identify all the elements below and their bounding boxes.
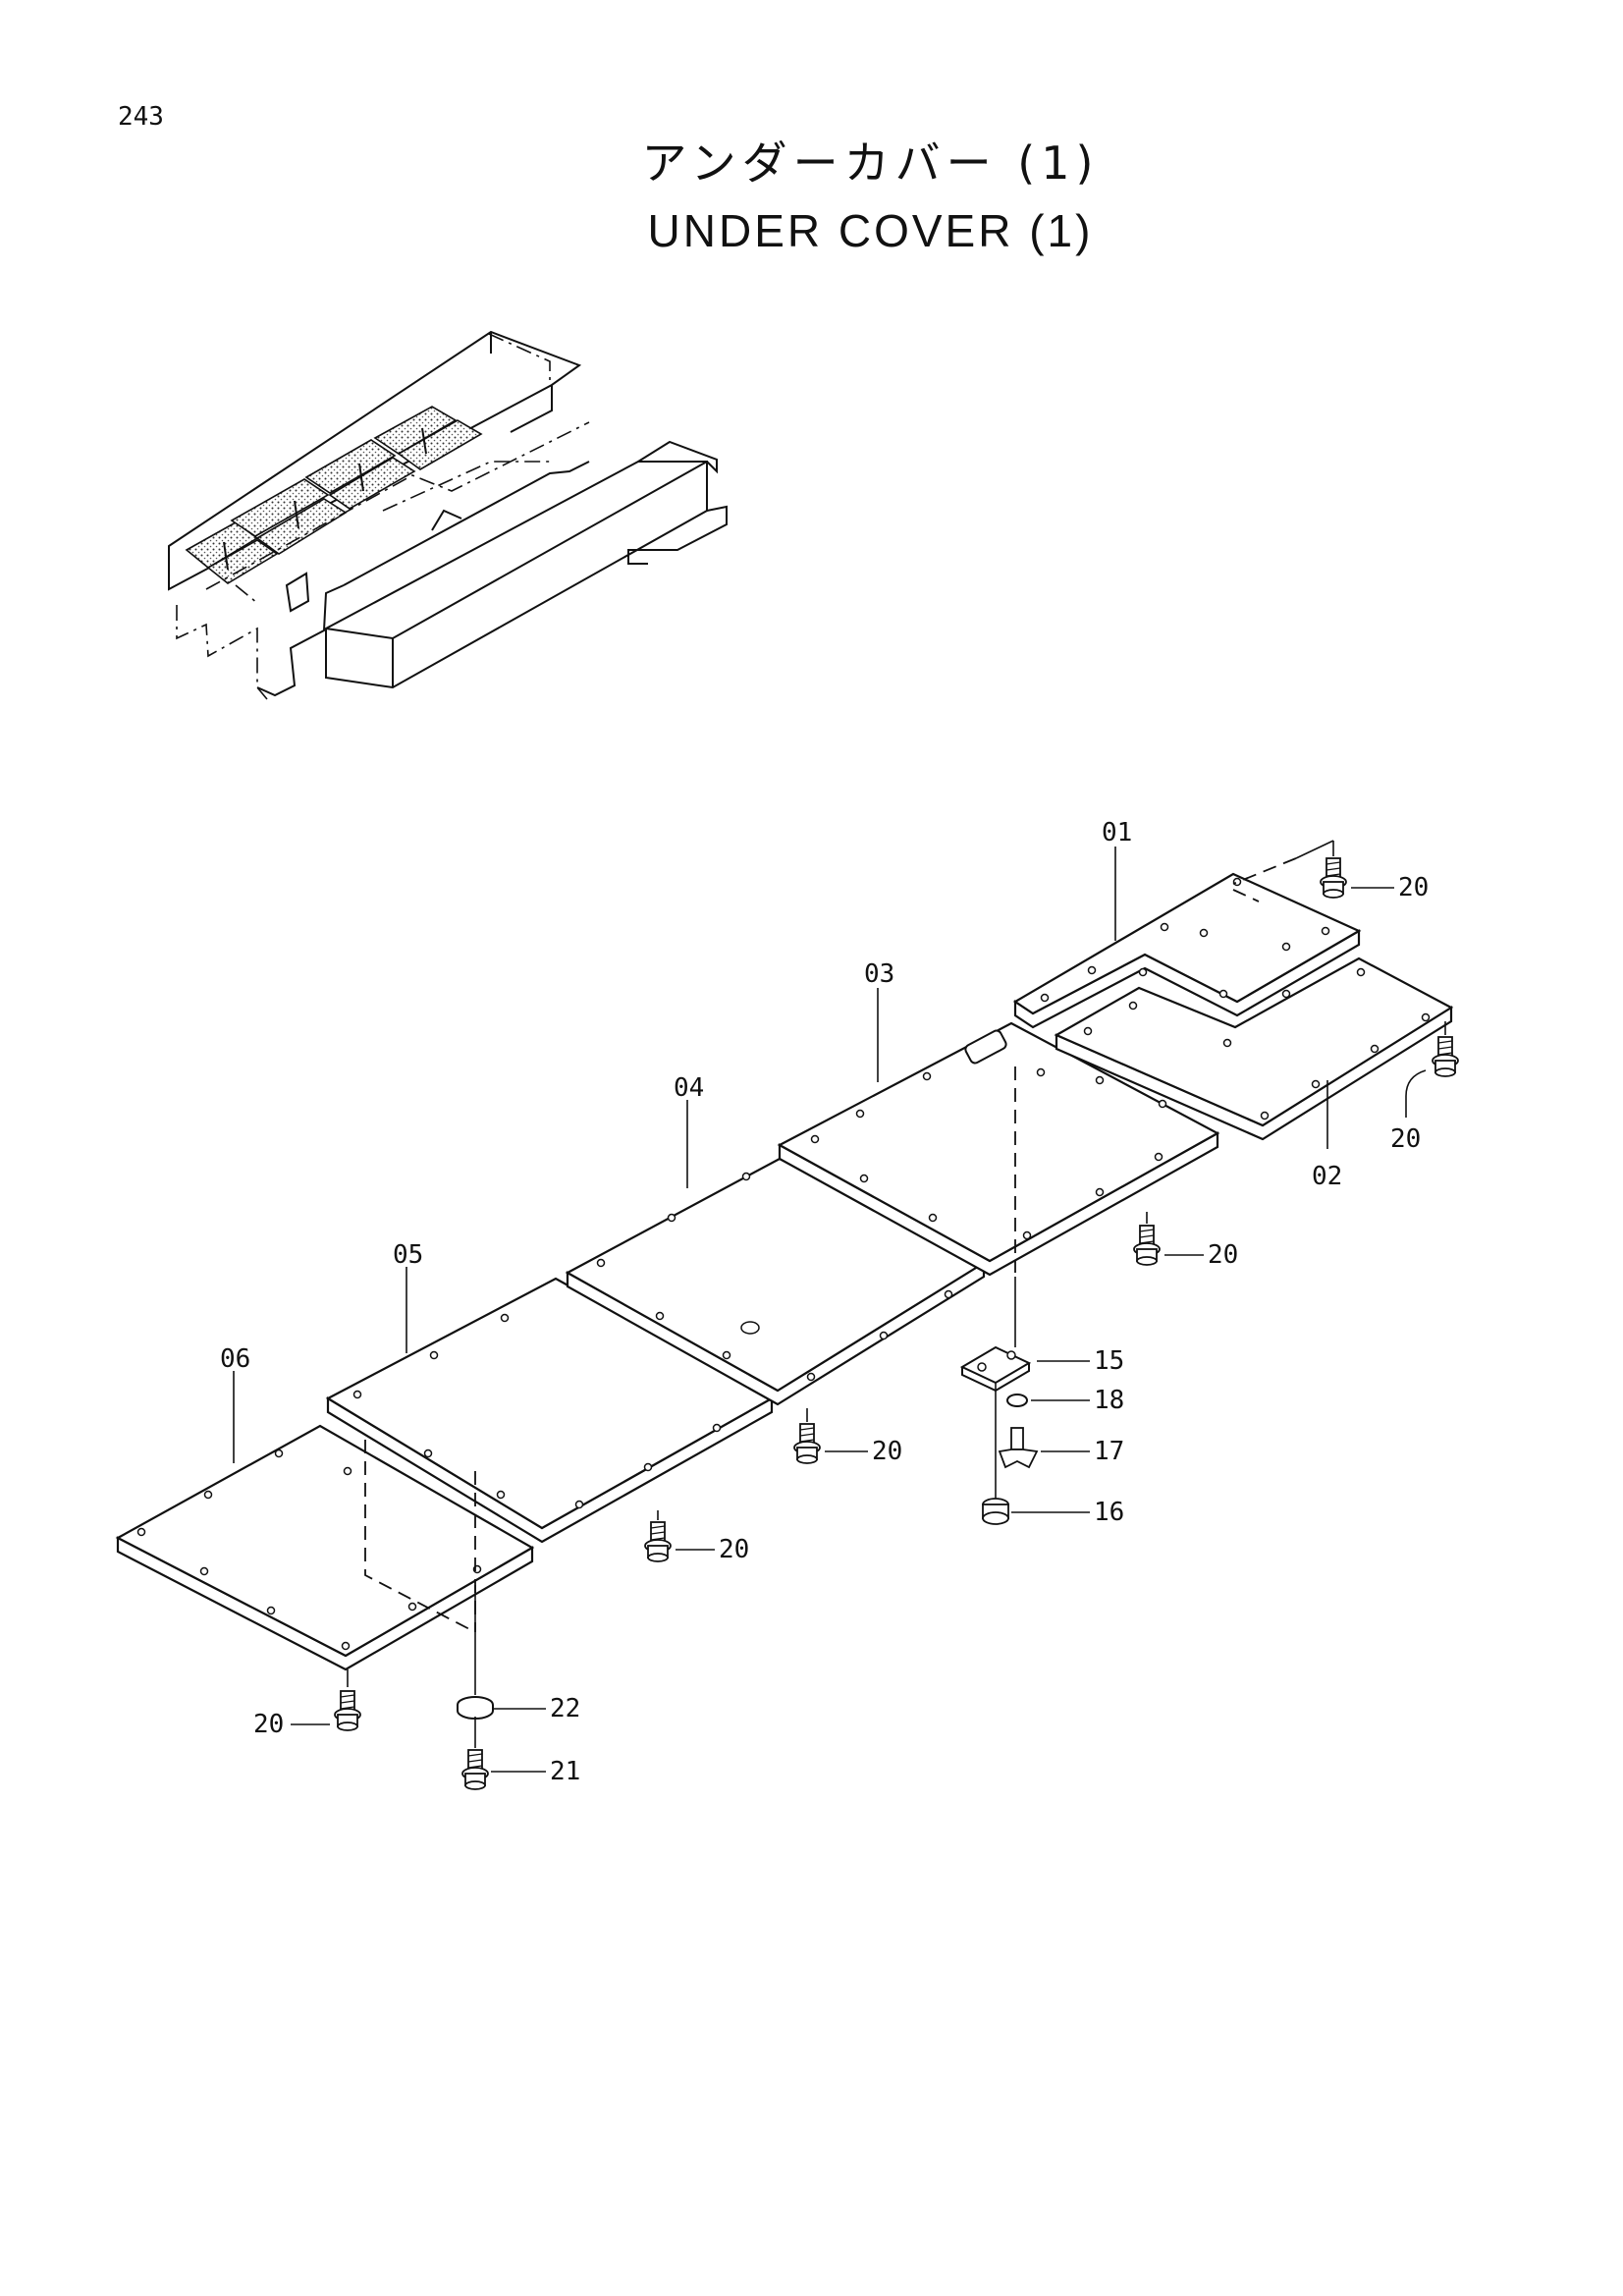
- inset-machine-view: [168, 330, 728, 700]
- panel-01: [1012, 872, 1362, 1029]
- panel-02: [1054, 957, 1454, 1141]
- callout-20-a: 20: [1398, 873, 1429, 902]
- bolt-20-d: [793, 1423, 821, 1464]
- bolt-21: [461, 1749, 489, 1790]
- callout-03: 03: [864, 959, 894, 989]
- callout-20-c: 20: [1208, 1240, 1238, 1270]
- callout-16: 16: [1094, 1498, 1124, 1527]
- panel-06: [115, 1424, 535, 1671]
- callout-leaders: [233, 847, 1427, 1773]
- washer-22: [457, 1696, 494, 1720]
- title-block: アンダーカバー (1) UNDER COVER (1): [0, 128, 1623, 257]
- page-number: 243: [118, 102, 164, 132]
- callout-20-f: 20: [253, 1710, 284, 1739]
- callout-17: 17: [1094, 1437, 1124, 1466]
- callout-18: 18: [1094, 1386, 1124, 1415]
- callout-20-e: 20: [719, 1535, 749, 1564]
- callout-05: 05: [393, 1240, 423, 1270]
- callout-20-d: 20: [872, 1437, 902, 1466]
- bolt-20-f: [334, 1690, 361, 1731]
- callout-22: 22: [550, 1694, 580, 1723]
- assembly-lines: [347, 840, 1446, 1748]
- callout-04: 04: [674, 1073, 704, 1103]
- bolt-20-e: [644, 1521, 672, 1562]
- bolt-20-a: [1320, 857, 1347, 899]
- bolt-20-c: [1133, 1225, 1161, 1266]
- title-english: UNDER COVER (1): [647, 205, 1094, 256]
- callout-02: 02: [1312, 1162, 1342, 1191]
- title-japanese: アンダーカバー (1): [641, 137, 1100, 190]
- panel-03: [777, 1021, 1220, 1277]
- callout-21: 21: [550, 1757, 580, 1786]
- wing-bolt-17: [998, 1427, 1039, 1469]
- callout-06: 06: [220, 1344, 250, 1374]
- callout-01: 01: [1102, 818, 1132, 847]
- callout-15: 15: [1094, 1346, 1124, 1376]
- bolt-20-b: [1432, 1036, 1459, 1077]
- nut-16: [982, 1498, 1009, 1525]
- plate-15: [959, 1345, 1032, 1393]
- callout-20-b: 20: [1390, 1124, 1421, 1154]
- washer-18: [1006, 1394, 1028, 1407]
